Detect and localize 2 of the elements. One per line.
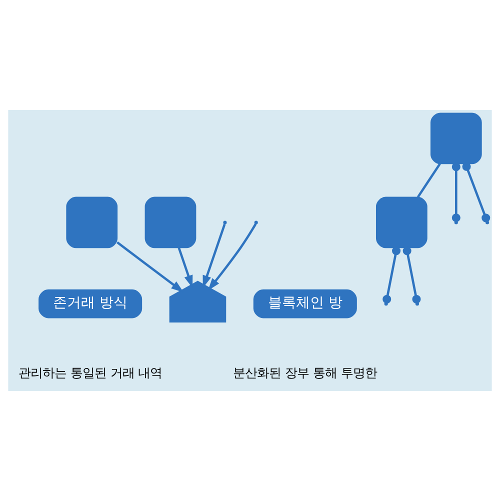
label: 관리하는 통일된 거래 내역: [18, 364, 162, 380]
label: 분산화된 장부 통해 투명한: [233, 364, 378, 380]
